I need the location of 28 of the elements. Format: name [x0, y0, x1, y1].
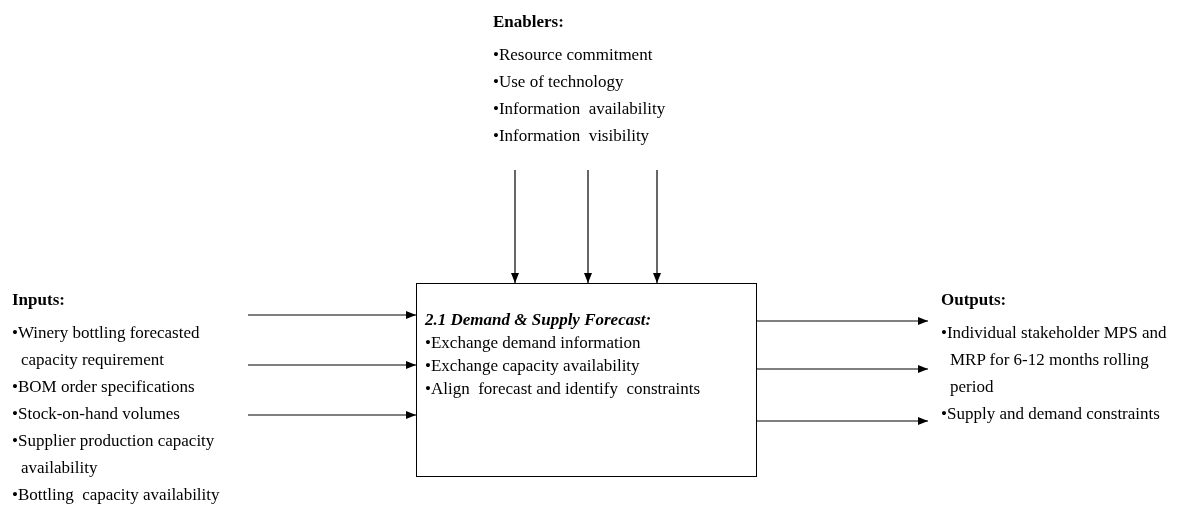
process-title: 2.1 Demand & Supply Forecast: [425, 309, 653, 331]
list-item: •BOM order specifications [12, 376, 196, 398]
list-item: •Align forecast and identify constraints [425, 378, 702, 400]
list-item: •Bottling capacity availability [12, 484, 221, 506]
arrow [653, 169, 661, 284]
list-item: •Exchange capacity availability [425, 355, 641, 377]
list-item: •Resource commitment [493, 44, 654, 66]
list-item: •Information visibility [493, 125, 651, 147]
list-item: •Individual stakeholder MPS and MRP for 6-12 months rolling period [941, 322, 1168, 398]
list-item: •Supply and demand constraints [941, 403, 1161, 425]
arrow [756, 417, 929, 425]
arrow [247, 411, 417, 419]
arrow [247, 311, 417, 319]
arrow [756, 365, 929, 373]
process-box [416, 283, 757, 477]
section-heading: Enablers: [493, 11, 565, 33]
arrow [756, 317, 929, 325]
list-item: •Use of technology [493, 71, 625, 93]
list-item: •Supplier production capacity availability [12, 430, 216, 479]
arrow [511, 169, 519, 284]
section-heading: Outputs: [941, 289, 1008, 311]
section-heading: Inputs: [12, 289, 66, 311]
list-item: •Winery bottling forecasted capacity requirement [12, 322, 201, 371]
list-item: •Information availability [493, 98, 667, 120]
list-item: •Stock-on-hand volumes [12, 403, 181, 425]
list-item: •Exchange demand information [425, 332, 642, 354]
arrow [247, 361, 417, 369]
arrow [584, 169, 592, 284]
